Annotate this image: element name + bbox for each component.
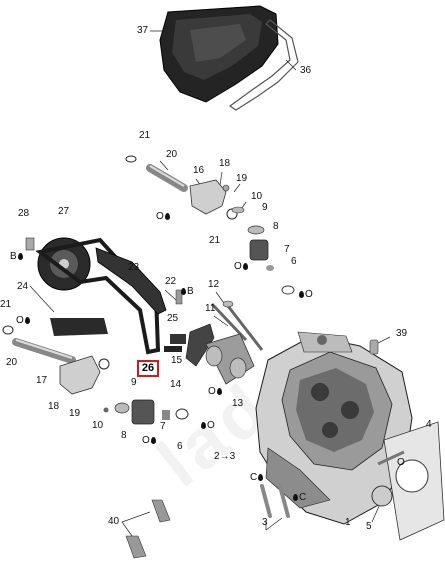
callout-16: 16 bbox=[193, 165, 205, 176]
lube-marker-o2: O bbox=[234, 262, 249, 272]
callout-20a: 20 bbox=[166, 149, 178, 160]
callout-21a: 21 bbox=[139, 130, 151, 141]
callout-3: 3 bbox=[262, 517, 268, 528]
oil-drop-icon bbox=[17, 253, 23, 260]
oil-drop-icon bbox=[201, 422, 206, 429]
head-gasket bbox=[371, 421, 445, 541]
callout-7a: 7 bbox=[284, 244, 290, 255]
callout-2: 2→3 bbox=[214, 452, 235, 462]
cover-gasket bbox=[228, 19, 299, 111]
lube-marker-o8: O bbox=[397, 458, 405, 468]
callout-6a: 6 bbox=[291, 256, 297, 267]
callout-40: 40 bbox=[108, 516, 120, 527]
callout-23: 23 bbox=[128, 262, 140, 273]
highlighted-callout-26[interactable]: 26 bbox=[137, 360, 159, 377]
callout-12: 12 bbox=[208, 279, 220, 290]
callout-13: 13 bbox=[232, 398, 244, 409]
rocker-shaft-upper bbox=[125, 155, 188, 192]
cylinder-head bbox=[255, 331, 413, 525]
callout-25: 25 bbox=[167, 313, 179, 324]
camshaft bbox=[205, 333, 255, 385]
lube-letter: B bbox=[187, 286, 194, 297]
lube-marker-c1: C bbox=[250, 473, 264, 483]
lube-marker-o6: O bbox=[200, 421, 215, 431]
lube-letter: C bbox=[250, 472, 258, 483]
dowel-pins bbox=[260, 484, 290, 531]
lube-letter: O bbox=[397, 457, 405, 468]
callout-20b: 20 bbox=[6, 357, 18, 368]
callout-11: 11 bbox=[205, 303, 216, 314]
lube-marker-o3: O bbox=[298, 290, 313, 300]
cam-sprocket-chain bbox=[25, 237, 167, 355]
callout-21b: 21 bbox=[209, 235, 221, 246]
callout-28: 28 bbox=[18, 208, 30, 219]
callout-10a: 10 bbox=[251, 191, 263, 202]
callout-7b: 7 bbox=[160, 421, 166, 432]
callout-37: 37 bbox=[137, 25, 149, 36]
head-bolts bbox=[121, 499, 171, 559]
callout-14: 14 bbox=[170, 379, 182, 390]
callout-27: 27 bbox=[58, 206, 70, 217]
lube-marker-o1: O bbox=[156, 212, 171, 222]
callout-9a: 9 bbox=[262, 202, 268, 213]
callout-21c: 21 bbox=[0, 299, 12, 310]
lube-marker-o5: O bbox=[208, 387, 223, 397]
lube-letter: O bbox=[142, 435, 150, 446]
rocker-shaft-lower bbox=[2, 325, 76, 364]
oil-drop-icon bbox=[24, 317, 30, 324]
lube-marker-o4: O bbox=[16, 316, 31, 326]
callout-19a: 19 bbox=[236, 173, 248, 184]
spark-plug bbox=[369, 339, 379, 355]
callout-17: 17 bbox=[36, 375, 48, 386]
callout-8a: 8 bbox=[273, 221, 279, 232]
lube-letter: B bbox=[10, 251, 17, 262]
callout-4: 4 bbox=[426, 419, 432, 430]
oil-drop-icon bbox=[150, 437, 156, 444]
rocker-arm-upper bbox=[189, 179, 227, 215]
valve-spring-lower bbox=[103, 399, 189, 425]
oil-drop-icon bbox=[293, 494, 298, 501]
callout-9b: 9 bbox=[131, 377, 137, 388]
tensioner-bolts bbox=[164, 289, 264, 367]
lube-letter: O bbox=[156, 211, 164, 222]
rocker-arm-lower bbox=[59, 355, 101, 395]
callout-22: 22 bbox=[165, 276, 177, 287]
lube-letter: O bbox=[208, 386, 216, 397]
callout-2-ref: →3 bbox=[219, 451, 236, 462]
callout-5: 5 bbox=[366, 521, 372, 532]
lube-letter: O bbox=[16, 315, 24, 326]
oil-drop-icon bbox=[258, 474, 264, 481]
lube-marker-c2: C bbox=[292, 493, 306, 503]
callout-1: 1 bbox=[345, 517, 351, 528]
callout-24: 24 bbox=[17, 281, 29, 292]
lube-letter: O bbox=[305, 289, 313, 300]
valve-stem bbox=[377, 450, 405, 466]
lube-letter: O bbox=[207, 420, 215, 431]
valve-spring-upper bbox=[231, 206, 295, 295]
valve-cover bbox=[159, 5, 279, 103]
oil-drop-icon bbox=[299, 291, 304, 298]
lube-marker-o7: O bbox=[142, 436, 157, 446]
callout-18a: 18 bbox=[219, 158, 231, 169]
lube-letter: C bbox=[299, 492, 307, 503]
callout-8b: 8 bbox=[121, 430, 127, 441]
callout-2-num: 2 bbox=[214, 451, 220, 462]
callout-36: 36 bbox=[300, 65, 312, 76]
lube-marker-b2: B bbox=[180, 287, 194, 297]
lube-marker-b1: B bbox=[10, 252, 24, 262]
callout-10b: 10 bbox=[92, 420, 104, 431]
oil-drop-icon bbox=[164, 213, 170, 220]
callout-6b: 6 bbox=[177, 441, 183, 452]
callout-15: 15 bbox=[171, 355, 183, 366]
oil-drop-icon bbox=[216, 388, 222, 395]
callout-18b: 18 bbox=[48, 401, 60, 412]
oil-drop-icon bbox=[242, 263, 248, 270]
lube-letter: O bbox=[234, 261, 242, 272]
oil-drop-icon bbox=[181, 288, 186, 295]
callout-39: 39 bbox=[396, 328, 408, 339]
callout-19b: 19 bbox=[69, 408, 81, 419]
